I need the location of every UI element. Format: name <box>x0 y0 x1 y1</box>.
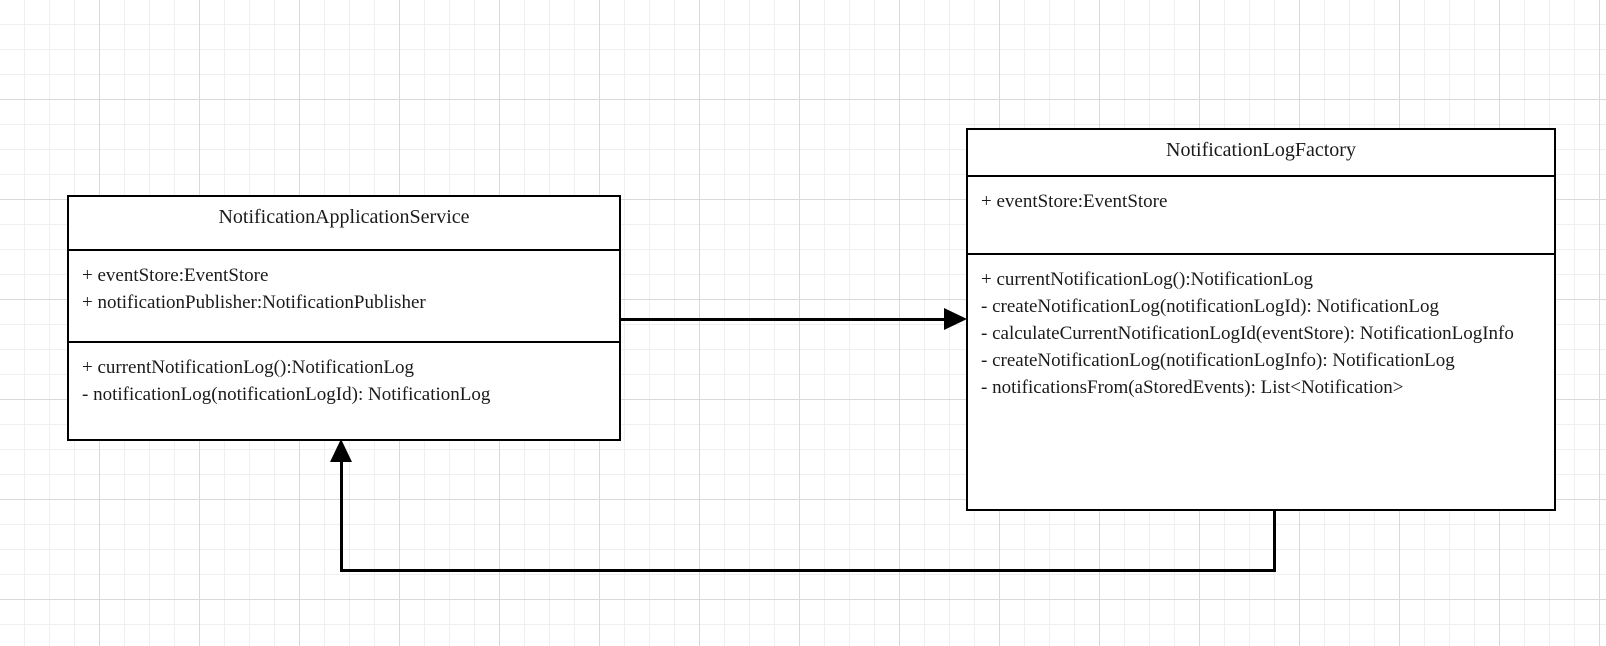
uml-class-notification-log-factory[interactable]: NotificationLogFactory + eventStore:Even… <box>966 128 1556 511</box>
edge-factory-to-service-vertical-left[interactable] <box>340 460 343 572</box>
class-title-notification-log-factory: NotificationLogFactory <box>968 130 1554 177</box>
class-operations-notification-application-service: + currentNotificationLog():NotificationL… <box>69 343 619 441</box>
class-attributes-notification-application-service: + eventStore:EventStore + notificationPu… <box>69 251 619 343</box>
class-operation: + currentNotificationLog():NotificationL… <box>82 357 415 378</box>
class-operation: - createNotificationLog(notificationLogI… <box>981 295 1439 317</box>
class-attribute: + notificationPublisher:NotificationPubl… <box>82 291 426 313</box>
edge-service-to-factory-line[interactable] <box>620 318 950 321</box>
edge-factory-to-service-vertical-right[interactable] <box>1273 509 1276 572</box>
arrowhead-right-icon <box>944 308 967 330</box>
class-operation: - calculateCurrentNotificationLogId(even… <box>981 322 1514 344</box>
uml-class-notification-application-service[interactable]: NotificationApplicationService + eventSt… <box>67 195 621 441</box>
class-operations-notification-log-factory: + currentNotificationLog():NotificationL… <box>968 255 1554 509</box>
class-operation: + currentNotificationLog():NotificationL… <box>981 269 1314 290</box>
class-attribute: + eventStore:EventStore <box>82 265 269 286</box>
class-attribute: + eventStore:EventStore <box>981 191 1168 212</box>
edge-factory-to-service-horizontal[interactable] <box>340 569 1276 572</box>
class-attributes-notification-log-factory: + eventStore:EventStore <box>968 177 1554 255</box>
arrowhead-up-icon <box>330 439 352 462</box>
class-operation: - createNotificationLog(notificationLogI… <box>981 349 1455 371</box>
class-title-notification-application-service: NotificationApplicationService <box>69 197 619 251</box>
class-operation: - notificationLog(notificationLogId): No… <box>82 383 491 405</box>
class-operation: - notificationsFrom(aStoredEvents): List… <box>981 376 1404 398</box>
